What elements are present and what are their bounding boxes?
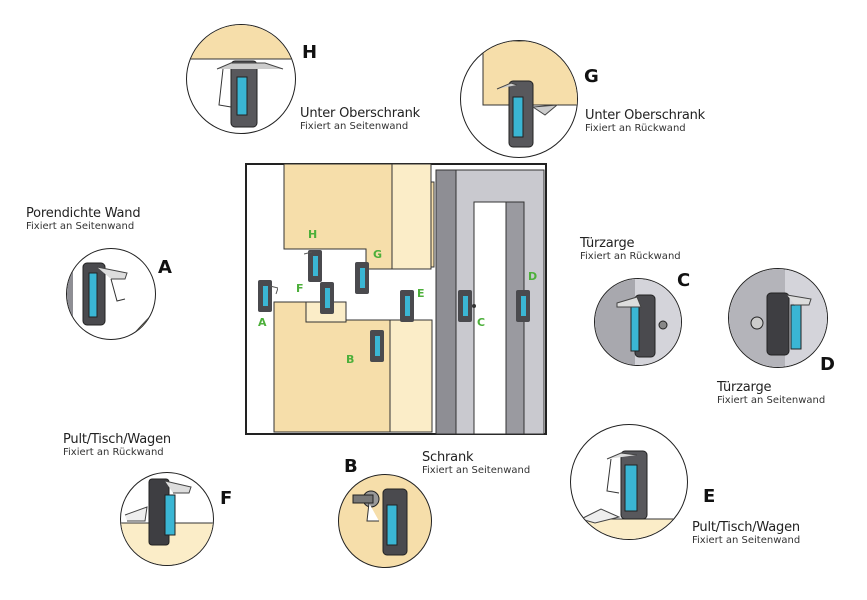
callout-a-letter: A (158, 257, 172, 278)
callout-d-letter: D (820, 354, 835, 375)
central-scene: H G F A E B C D (244, 162, 550, 438)
callout-e-detail (570, 424, 688, 540)
callout-c-detail (594, 278, 682, 366)
callout-c-caption: Türzarge Fixiert an Rückwand (580, 236, 681, 263)
callout-a-subtitle: Fixiert an Seitenwand (26, 221, 135, 232)
scene-label-g: G (373, 248, 383, 261)
callout-e-title: Pult/Tisch/Wagen (692, 520, 800, 535)
callout-d-subtitle: Fixiert an Seitenwand (717, 395, 826, 406)
callout-b-subtitle: Fixiert an Seitenwand (422, 465, 531, 476)
callout-g-title: Unter Oberschrank (585, 108, 705, 123)
scene-label-c: C (477, 316, 486, 329)
dispenser-icon-d (512, 290, 534, 324)
callout-b-caption: Schrank Fixiert an Seitenwand (422, 450, 530, 477)
scene-label-e: E (417, 287, 425, 300)
dispenser-icon-c (454, 290, 476, 324)
callout-c-subtitle: Fixiert an Rückwand (580, 251, 681, 262)
callout-g-subtitle: Fixiert an Rückwand (585, 123, 686, 134)
callout-a-title: Porendichte Wand (26, 206, 141, 221)
callout-g-letter: G (584, 66, 599, 87)
callout-h-letter: H (302, 42, 318, 63)
callout-c-title: Türzarge (580, 236, 635, 251)
scene-label-a: A (258, 316, 267, 329)
callout-e-subtitle: Fixiert an Seitenwand (692, 535, 801, 546)
callout-f-caption: Pult/Tisch/Wagen Fixiert an Rückwand (63, 432, 171, 459)
dispenser-icon-g (351, 262, 371, 296)
scene-label-h: H (308, 228, 318, 241)
callout-d-caption: Türzarge Fixiert an Seitenwand (717, 380, 825, 407)
callout-a-detail (66, 248, 156, 340)
scene-label-d: D (528, 270, 538, 283)
callout-c-letter: C (677, 270, 691, 291)
callout-f-subtitle: Fixiert an Rückwand (63, 447, 164, 458)
callout-b-letter: B (344, 456, 358, 477)
dispenser-icon-f (318, 282, 338, 316)
callout-d-title: Türzarge (717, 380, 772, 395)
dispenser-icon-b (366, 330, 386, 364)
callout-e-letter: E (703, 486, 716, 507)
callout-d-detail (728, 268, 828, 368)
dispenser-icon-e (396, 290, 416, 324)
callout-h-subtitle: Fixiert an Seitenwand (300, 121, 409, 132)
scene-label-f: F (296, 282, 304, 295)
dispenser-icon-h (304, 250, 324, 284)
callout-h-caption: Unter Oberschrank Fixiert an Seitenwand (300, 106, 420, 133)
callout-b-detail (338, 474, 432, 568)
callout-f-detail (120, 472, 214, 566)
callout-f-title: Pult/Tisch/Wagen (63, 432, 171, 447)
callout-a-caption: Porendichte Wand Fixiert an Seitenwand (26, 206, 141, 233)
callout-f-letter: F (220, 488, 233, 509)
dispenser-icon-a (258, 280, 278, 314)
callout-e-caption: Pult/Tisch/Wagen Fixiert an Seitenwand (692, 520, 800, 547)
callout-h-title: Unter Oberschrank (300, 106, 420, 121)
callout-b-title: Schrank (422, 450, 474, 465)
scene-label-b: B (346, 353, 355, 366)
callout-g-detail (460, 40, 578, 158)
callout-g-caption: Unter Oberschrank Fixiert an Rückwand (585, 108, 705, 135)
callout-h-detail (186, 24, 296, 134)
